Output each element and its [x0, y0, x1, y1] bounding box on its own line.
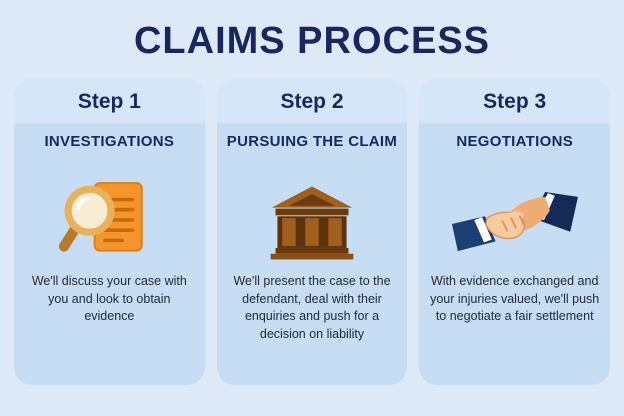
step-card-2: Step 2 PURSUING THE CLAIM We'll present … [216, 79, 408, 385]
step-2-subtitle: PURSUING THE CLAIM [226, 133, 398, 150]
step-3-description: With evidence exchanged and your injurie… [430, 274, 600, 323]
magnifier-document-icon [57, 173, 161, 273]
step-2-header: Step 2 [216, 79, 408, 123]
step-card-3: Step 3 NEGOTIATIONS With evidence exchan… [419, 79, 611, 385]
step-1-description: We'll discuss your case with you and loo… [31, 274, 187, 323]
step-1-label: Step 1 [77, 90, 141, 113]
courthouse-icon [264, 173, 360, 273]
step-3-subtitle: NEGOTIATIONS [456, 133, 574, 150]
step-1-subtitle: INVESTIGATIONS [44, 133, 175, 150]
page-title: CLAIMS PROCESS [133, 20, 491, 62]
step-2-label: Step 2 [280, 90, 344, 113]
steps-row: Step 1 INVESTIGATIONS We'll discuss your… [14, 79, 611, 416]
step-2-description: We'll present the case to the defendant,… [233, 274, 391, 341]
step-3-header: Step 3 [419, 79, 611, 123]
step-1-header: Step 1 [14, 79, 205, 123]
step-card-1: Step 1 INVESTIGATIONS We'll discuss your… [14, 79, 205, 385]
step-3-label: Step 3 [483, 90, 547, 113]
handshake-icon [451, 173, 578, 273]
